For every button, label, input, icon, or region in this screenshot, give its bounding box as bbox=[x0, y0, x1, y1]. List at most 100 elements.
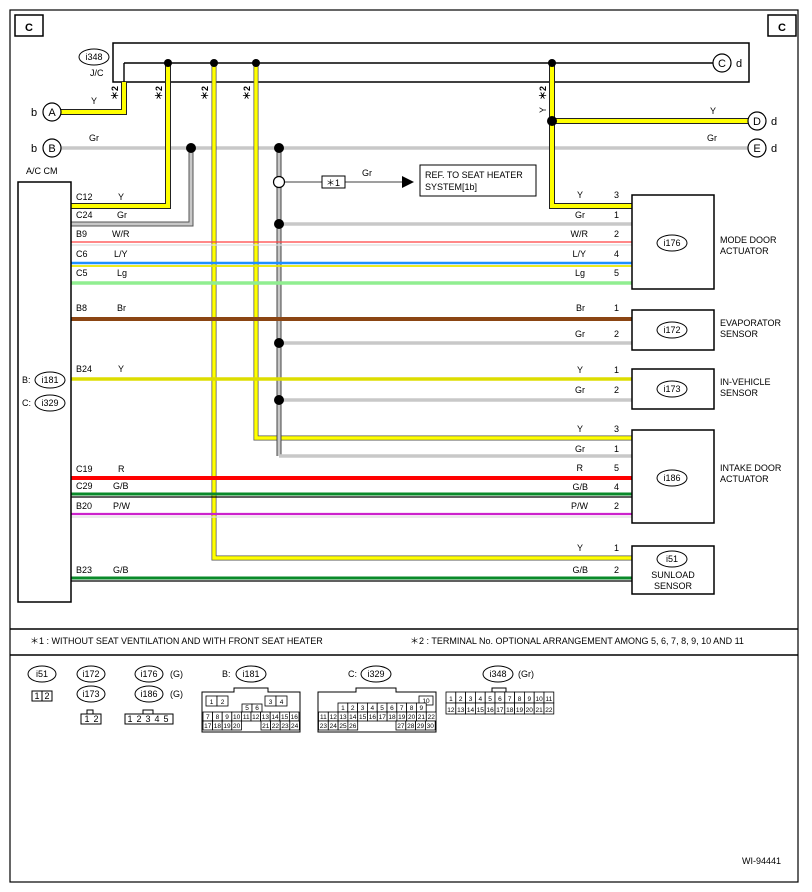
svg-text:1: 1 bbox=[127, 714, 132, 724]
svg-text:28: 28 bbox=[407, 723, 415, 730]
svg-text:1: 1 bbox=[614, 444, 619, 454]
svg-text:Y: Y bbox=[538, 107, 548, 113]
svg-text:1: 1 bbox=[84, 714, 89, 724]
ref-branch-node bbox=[272, 175, 286, 189]
svg-text:16: 16 bbox=[486, 707, 494, 714]
svg-text:b: b bbox=[31, 143, 37, 155]
svg-text:2: 2 bbox=[614, 385, 619, 395]
svg-text:Y: Y bbox=[118, 192, 124, 202]
svg-text:6: 6 bbox=[255, 705, 259, 712]
svg-text:＊2: ＊2 bbox=[200, 86, 210, 100]
svg-text:2: 2 bbox=[614, 229, 619, 239]
svg-text:2: 2 bbox=[459, 696, 463, 703]
svg-text:18: 18 bbox=[214, 723, 222, 730]
acm-connector-ids: B: i181 C: i329 bbox=[22, 371, 66, 412]
svg-text:R: R bbox=[577, 463, 584, 473]
svg-text:16: 16 bbox=[369, 714, 377, 721]
svg-text:P/W: P/W bbox=[571, 501, 589, 511]
svg-text:3: 3 bbox=[614, 424, 619, 434]
svg-text:12: 12 bbox=[330, 714, 338, 721]
svg-text:21: 21 bbox=[418, 714, 426, 721]
svg-text:C: C bbox=[778, 22, 786, 34]
svg-text:1: 1 bbox=[341, 705, 345, 712]
svg-text:5: 5 bbox=[614, 268, 619, 278]
svg-text:25: 25 bbox=[339, 723, 347, 730]
svg-text:1: 1 bbox=[210, 699, 214, 706]
svg-text:8: 8 bbox=[518, 696, 522, 703]
svg-text:3: 3 bbox=[361, 705, 365, 712]
svg-text:i181: i181 bbox=[41, 375, 58, 385]
note-star2: ＊2 : TERMINAL No. OPTIONAL ARRANGEMENT A… bbox=[410, 636, 744, 646]
svg-text:27: 27 bbox=[397, 723, 405, 730]
svg-text:13: 13 bbox=[457, 707, 465, 714]
svg-text:2: 2 bbox=[136, 714, 141, 724]
svg-text:2: 2 bbox=[614, 329, 619, 339]
svg-text:B23: B23 bbox=[76, 565, 92, 575]
svg-text:1: 1 bbox=[449, 696, 453, 703]
svg-text:5: 5 bbox=[488, 696, 492, 703]
svg-text:3: 3 bbox=[614, 190, 619, 200]
svg-text:C: C bbox=[718, 58, 726, 70]
svg-text:5: 5 bbox=[163, 714, 168, 724]
splice-dots bbox=[164, 59, 557, 405]
svg-text:INTAKE DOOR: INTAKE DOOR bbox=[720, 463, 782, 473]
svg-text:(G): (G) bbox=[170, 689, 183, 699]
svg-text:2: 2 bbox=[614, 565, 619, 575]
svg-text:Lg: Lg bbox=[575, 268, 585, 278]
svg-text:11: 11 bbox=[243, 714, 250, 721]
svg-text:Br: Br bbox=[117, 303, 126, 313]
svg-text:30: 30 bbox=[427, 723, 435, 730]
svg-text:20: 20 bbox=[233, 723, 241, 730]
svg-text:P/W: P/W bbox=[113, 501, 131, 511]
svg-text:17: 17 bbox=[496, 707, 504, 714]
svg-text:21: 21 bbox=[535, 707, 543, 714]
svg-text:D: D bbox=[753, 116, 761, 128]
svg-text:＊2: ＊2 bbox=[110, 86, 120, 100]
svg-text:Lg: Lg bbox=[117, 268, 127, 278]
svg-text:B24: B24 bbox=[76, 364, 92, 374]
svg-text:G/B: G/B bbox=[572, 565, 588, 575]
svg-text:C6: C6 bbox=[76, 249, 88, 259]
svg-text:R: R bbox=[118, 464, 125, 474]
svg-text:22: 22 bbox=[545, 707, 553, 714]
svg-text:i348: i348 bbox=[489, 669, 506, 679]
svg-text:4: 4 bbox=[154, 714, 159, 724]
svg-text:B:: B: bbox=[222, 669, 231, 679]
svg-text:15: 15 bbox=[359, 714, 367, 721]
svg-text:14: 14 bbox=[271, 714, 279, 721]
svg-text:B: B bbox=[48, 143, 55, 155]
svg-text:10: 10 bbox=[233, 714, 241, 721]
svg-text:C29: C29 bbox=[76, 481, 93, 491]
svg-text:IN-VEHICLE: IN-VEHICLE bbox=[720, 377, 771, 387]
svg-text:2: 2 bbox=[93, 714, 98, 724]
corner-label-right: C bbox=[767, 14, 797, 37]
svg-text:SYSTEM[1b]: SYSTEM[1b] bbox=[425, 182, 477, 192]
svg-text:d: d bbox=[771, 143, 777, 155]
svg-text:18: 18 bbox=[506, 707, 514, 714]
svg-text:7: 7 bbox=[206, 714, 210, 721]
svg-text:11: 11 bbox=[546, 696, 553, 703]
svg-text:E: E bbox=[753, 143, 760, 155]
svg-text:4: 4 bbox=[280, 699, 284, 706]
svg-text:ACTUATOR: ACTUATOR bbox=[720, 246, 769, 256]
svg-text:SENSOR: SENSOR bbox=[720, 329, 759, 339]
svg-text:SENSOR: SENSOR bbox=[654, 581, 693, 591]
svg-text:b: b bbox=[31, 107, 37, 119]
svg-text:L/Y: L/Y bbox=[114, 249, 128, 259]
connector-d: Y D d bbox=[710, 106, 777, 131]
svg-text:17: 17 bbox=[204, 723, 212, 730]
svg-text:11: 11 bbox=[320, 714, 327, 721]
svg-text:i176: i176 bbox=[140, 669, 157, 679]
svg-text:i173: i173 bbox=[82, 689, 99, 699]
svg-text:Gr: Gr bbox=[707, 133, 717, 143]
svg-text:13: 13 bbox=[262, 714, 270, 721]
acm-box bbox=[17, 181, 72, 603]
svg-text:B20: B20 bbox=[76, 501, 92, 511]
svg-text:6: 6 bbox=[498, 696, 502, 703]
svg-text:i51: i51 bbox=[36, 669, 48, 679]
svg-text:i186: i186 bbox=[663, 473, 680, 483]
svg-text:6: 6 bbox=[390, 705, 394, 712]
